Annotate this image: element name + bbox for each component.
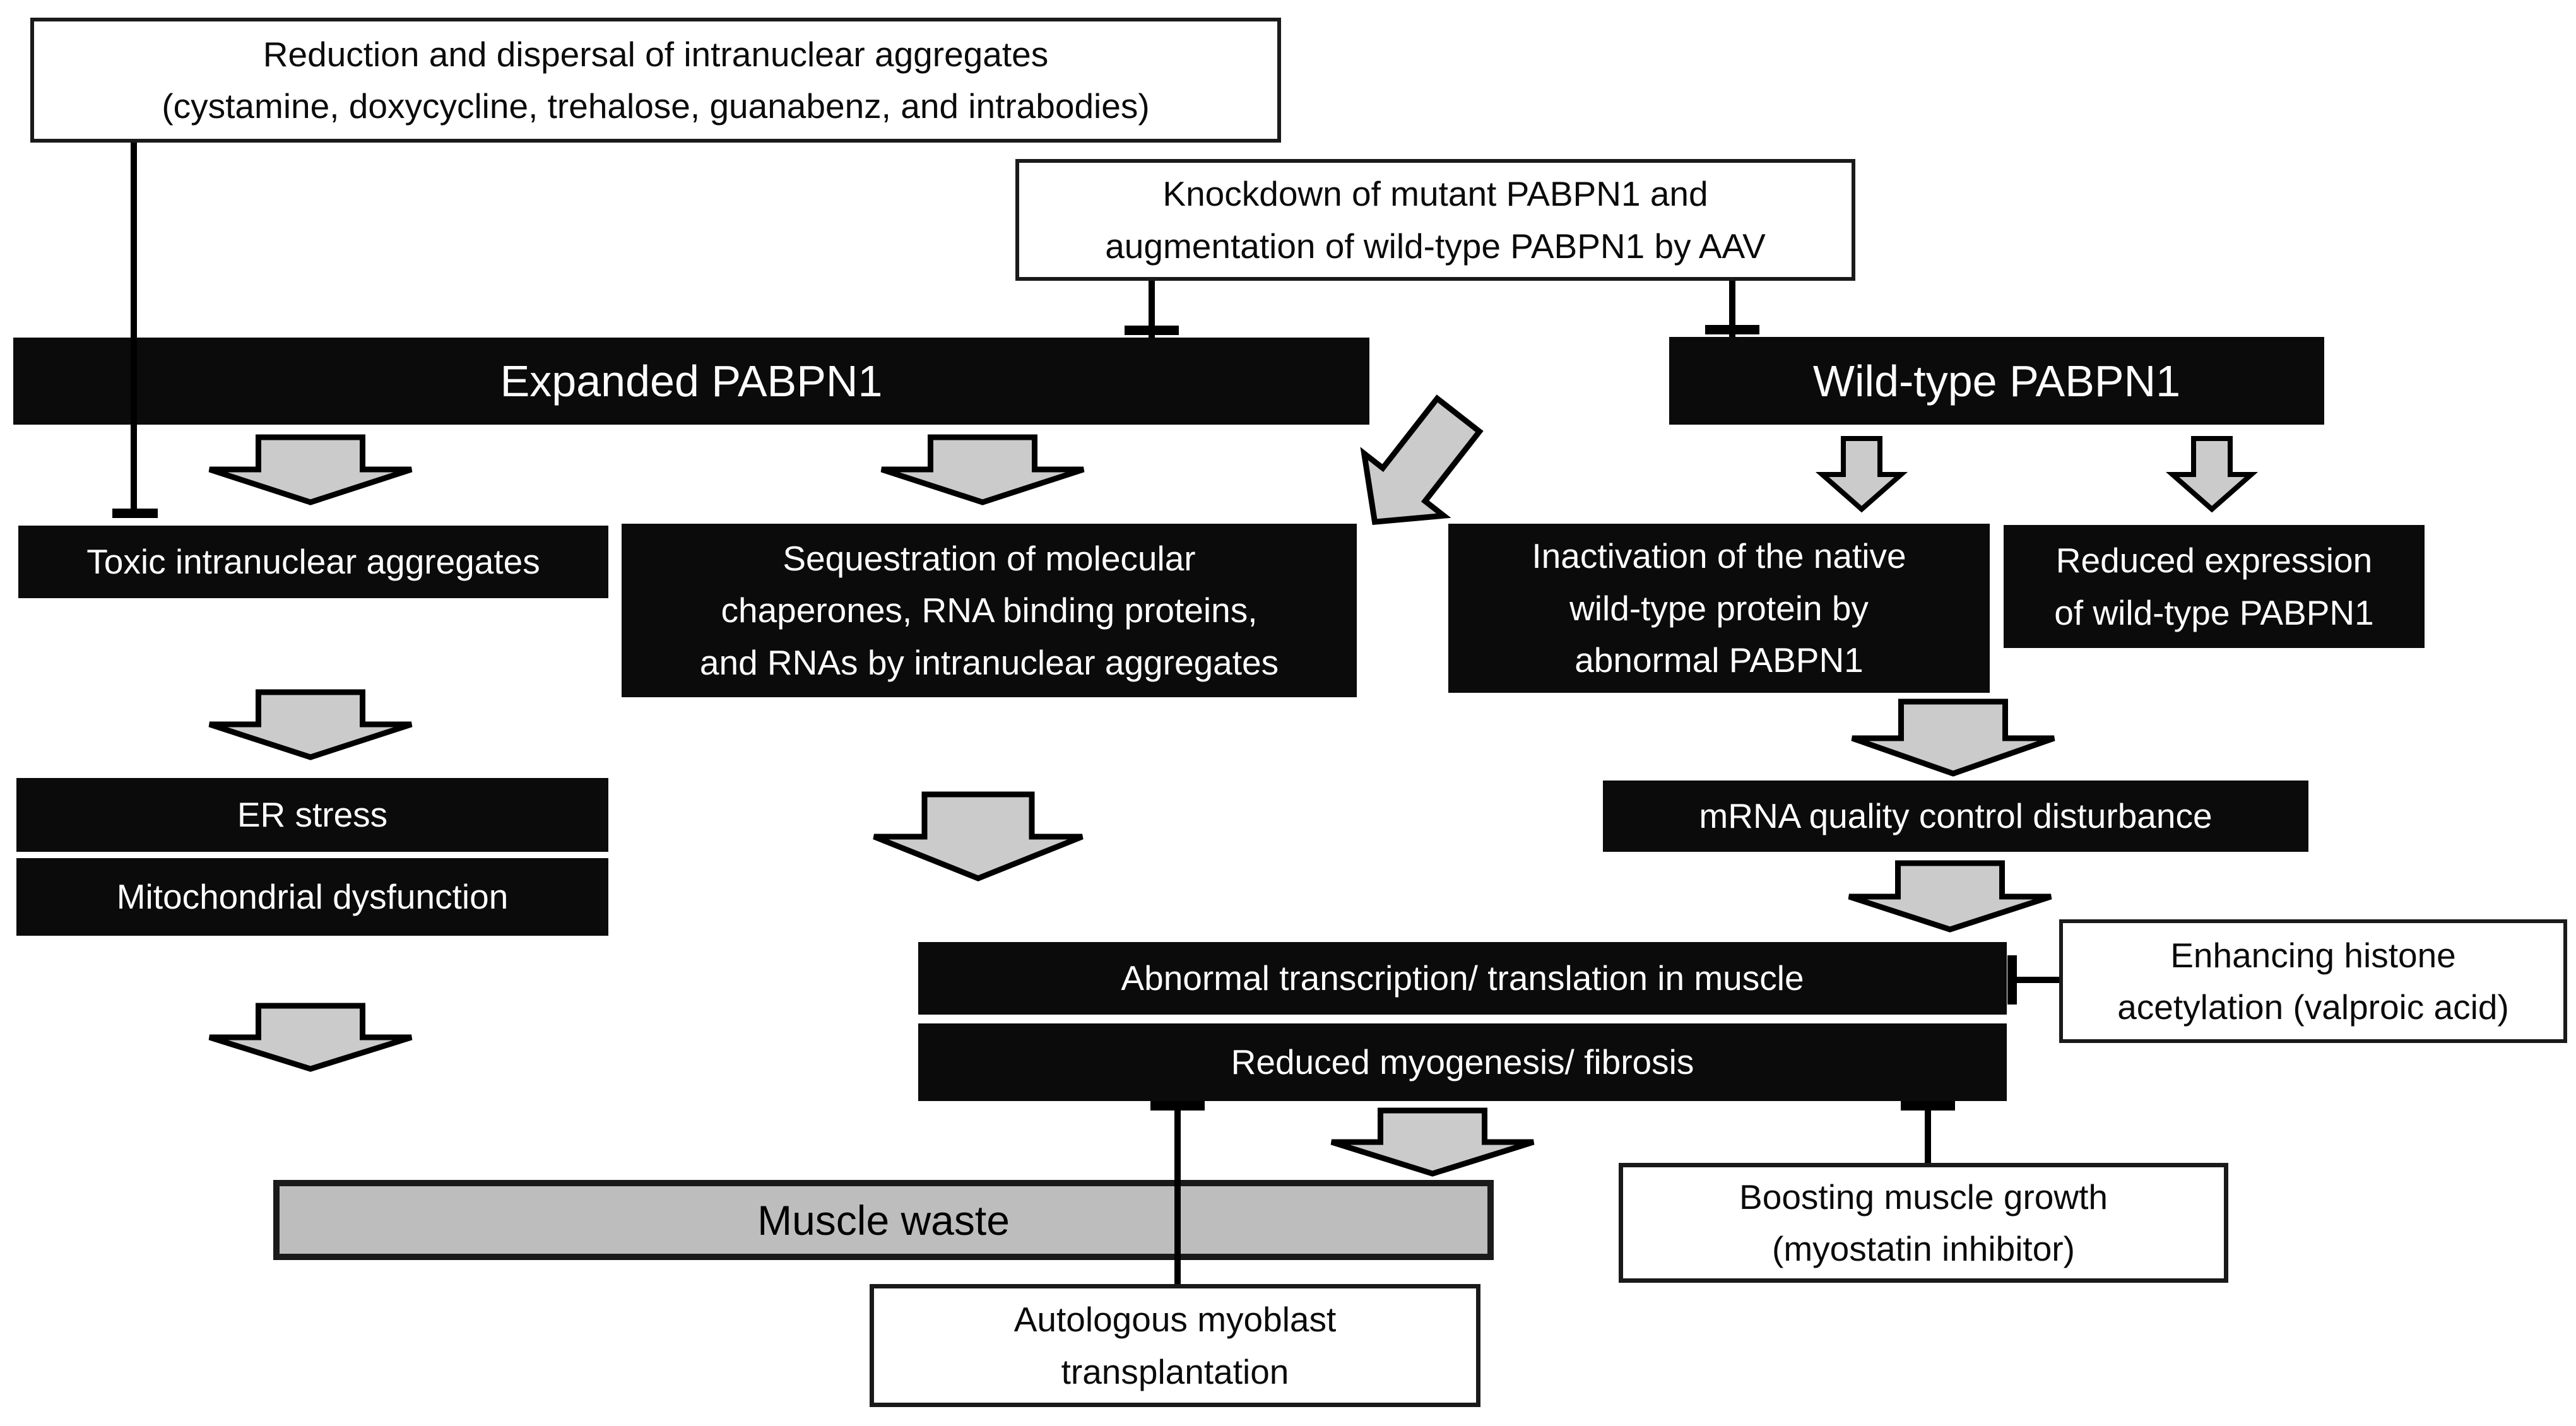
node-label: Enhancing histone <box>2170 935 2456 975</box>
inhibit-line-knockdown-to-wildtype <box>1705 281 1759 337</box>
node-label: Inactivation of the native <box>1532 536 1906 576</box>
node-label: Sequestration of molecular <box>783 538 1196 578</box>
node-label: Reduction and dispersal of intranuclear … <box>263 34 1049 74</box>
node-label: Toxic intranuclear aggregates <box>86 542 540 582</box>
node-label: Knockdown of mutant PABPN1 and <box>1162 174 1708 213</box>
node-label: Expanded PABPN1 <box>500 356 883 406</box>
inhibit-line-boosting-to-myogenesis <box>1901 1101 1955 1163</box>
node-label: Muscle waste <box>757 1196 1010 1244</box>
block-arrow-sequestration-to-transcription <box>873 791 1084 881</box>
node-histone-acetylation: Enhancing histone acetylation (valproic … <box>2059 919 2567 1043</box>
node-label: Reduced expression <box>2055 541 2373 580</box>
node-reduced-expression-wildtype: Reduced expression of wild-type PABPN1 <box>2004 525 2425 648</box>
node-label: Reduced myogenesis/ fibrosis <box>1231 1042 1694 1082</box>
node-toxic-intranuclear-aggregates: Toxic intranuclear aggregates <box>18 526 608 598</box>
node-label: of wild-type PABPN1 <box>2054 592 2374 632</box>
node-reduced-myogenesis: Reduced myogenesis/ fibrosis <box>918 1023 2007 1101</box>
inhibit-line-reduction-to-toxic <box>112 143 158 518</box>
node-label: abnormal PABPN1 <box>1575 640 1864 680</box>
node-label: Wild-type PABPN1 <box>1812 356 2181 406</box>
node-muscle-waste: Muscle waste <box>273 1180 1494 1260</box>
block-arrow-inactivation-to-mrnaqc <box>1851 698 2055 777</box>
node-reduction-dispersal-aggregates: Reduction and dispersal of intranuclear … <box>30 18 1281 143</box>
node-label: wild-type protein by <box>1569 588 1869 628</box>
node-er-stress: ER stress <box>16 778 608 852</box>
node-label: Mitochondrial dysfunction <box>116 877 509 917</box>
node-label: chaperones, RNA binding proteins, <box>721 591 1258 630</box>
node-label: ER stress <box>237 795 388 835</box>
node-mitochondrial-dysfunction: Mitochondrial dysfunction <box>16 858 608 936</box>
node-wildtype-pabpn1: Wild-type PABPN1 <box>1669 337 2324 425</box>
block-arrow-toxic-to-erstress <box>208 689 413 760</box>
inhibit-line-histone-to-transcription <box>2007 955 2059 1005</box>
node-autologous-myoblast: Autologous myoblast transplantation <box>870 1284 1480 1407</box>
node-label: transplantation <box>1061 1352 1289 1391</box>
node-knockdown-mutant-pabpn1: Knockdown of mutant PABPN1 and augmentat… <box>1015 159 1855 281</box>
narrow-arrow-wildtype-to-inactivation <box>1815 436 1908 513</box>
node-label: Autologous myoblast <box>1013 1300 1337 1339</box>
node-label: augmentation of wild-type PABPN1 by AAV <box>1105 226 1766 266</box>
block-arrow-mitochondrial-to-musclewaste <box>208 1003 413 1072</box>
narrow-arrow-wildtype-to-reduced-expression <box>2165 436 2259 513</box>
node-label: mRNA quality control disturbance <box>1699 796 2213 836</box>
node-label: (cystamine, doxycycline, trehalose, guan… <box>162 86 1150 126</box>
node-sequestration: Sequestration of molecular chaperones, R… <box>622 524 1357 697</box>
node-label: and RNAs by intranuclear aggregates <box>699 642 1279 682</box>
node-label: acetylation (valproic acid) <box>2117 987 2509 1027</box>
node-mrna-quality-control: mRNA quality control disturbance <box>1603 781 2308 852</box>
node-label: Abnormal transcription/ translation in m… <box>1121 958 1804 998</box>
block-arrow-expanded-to-toxic <box>208 434 413 505</box>
node-abnormal-transcription: Abnormal transcription/ translation in m… <box>918 942 2007 1015</box>
node-inactivation-native-wildtype: Inactivation of the native wild-type pro… <box>1448 524 1990 693</box>
inhibit-line-knockdown-to-expanded <box>1125 281 1179 338</box>
block-arrow-expanded-to-sequestration <box>880 434 1085 505</box>
node-expanded-pabpn1: Expanded PABPN1 <box>13 338 1369 425</box>
node-label: (myostatin inhibitor) <box>1772 1229 2075 1268</box>
block-arrow-mrnaqc-to-transcription <box>1848 860 2052 933</box>
node-label: Boosting muscle growth <box>1739 1177 2108 1217</box>
block-arrow-myogenesis-to-musclewaste <box>1330 1107 1535 1177</box>
node-boosting-muscle-growth: Boosting muscle growth (myostatin inhibi… <box>1619 1163 2228 1283</box>
